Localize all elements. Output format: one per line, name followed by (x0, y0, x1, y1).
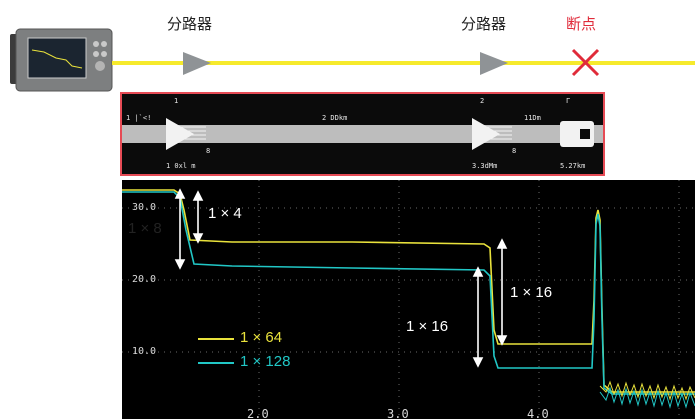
breakpoint-label: 断点 (566, 15, 597, 33)
marker-2: 2 (480, 97, 485, 105)
end-connector-icon (560, 121, 594, 147)
label-1x16-right: 1 × 16 (510, 284, 553, 301)
x-label-4: 4.0 (527, 407, 549, 419)
annotation-arrows (174, 188, 508, 368)
distance-1: 1 0xl m (166, 162, 196, 170)
trace-teal (122, 191, 695, 395)
x-label-2: 2.0 (247, 407, 269, 419)
splitter-2-icon (472, 118, 512, 150)
fiber-topology-diagram (10, 28, 695, 92)
splitter-2-arrow (480, 52, 508, 75)
label-1x8: 1 × 8 (128, 220, 162, 237)
legend-label-1x128: 1 × 128 (240, 353, 291, 370)
noise-floor-teal (599, 386, 695, 409)
splitter-2-label: 分路器 (461, 15, 507, 33)
y-label-20: 20.0 (132, 274, 157, 285)
event-schematic: 1 2 Γ 1 |`<! 2 DDkm 11Dm 8 8 1 0xl m 3.3… (120, 92, 605, 176)
segment-left-text: 1 |`<! (126, 114, 152, 122)
x-label-3: 3.0 (387, 407, 409, 419)
segment-mid-text: 2 DDkm (322, 114, 348, 122)
schematic-graphic (122, 118, 603, 150)
splitter-1-sub: 8 (206, 147, 211, 155)
splitter-2-sub: 8 (512, 147, 517, 155)
otdr-trace-screen: 30.0 20.0 10.0 2.0 3.0 4.0 1 × 4 1 × 16 … (122, 180, 695, 419)
marker-1: 1 (174, 97, 179, 105)
marker-3: Γ (566, 97, 571, 105)
y-label-10: 10.0 (132, 346, 157, 357)
distance-3: 5.27km (560, 162, 586, 170)
splitter-1-icon (166, 118, 206, 150)
legend-label-1x64: 1 × 64 (240, 329, 283, 346)
noise-floor (599, 380, 695, 401)
label-1x16-left: 1 × 16 (406, 318, 449, 335)
break-x-icon (571, 48, 600, 77)
otdr-device-icon (10, 28, 113, 92)
y-label-30: 30.0 (132, 202, 157, 213)
label-1x4: 1 × 4 (208, 205, 242, 222)
segment-right-text: 11Dm (524, 114, 541, 122)
trace-plot (122, 180, 695, 419)
splitter-1-label: 分路器 (167, 15, 213, 33)
distance-2: 3.3dMm (472, 162, 498, 170)
splitter-1-arrow (183, 52, 211, 75)
